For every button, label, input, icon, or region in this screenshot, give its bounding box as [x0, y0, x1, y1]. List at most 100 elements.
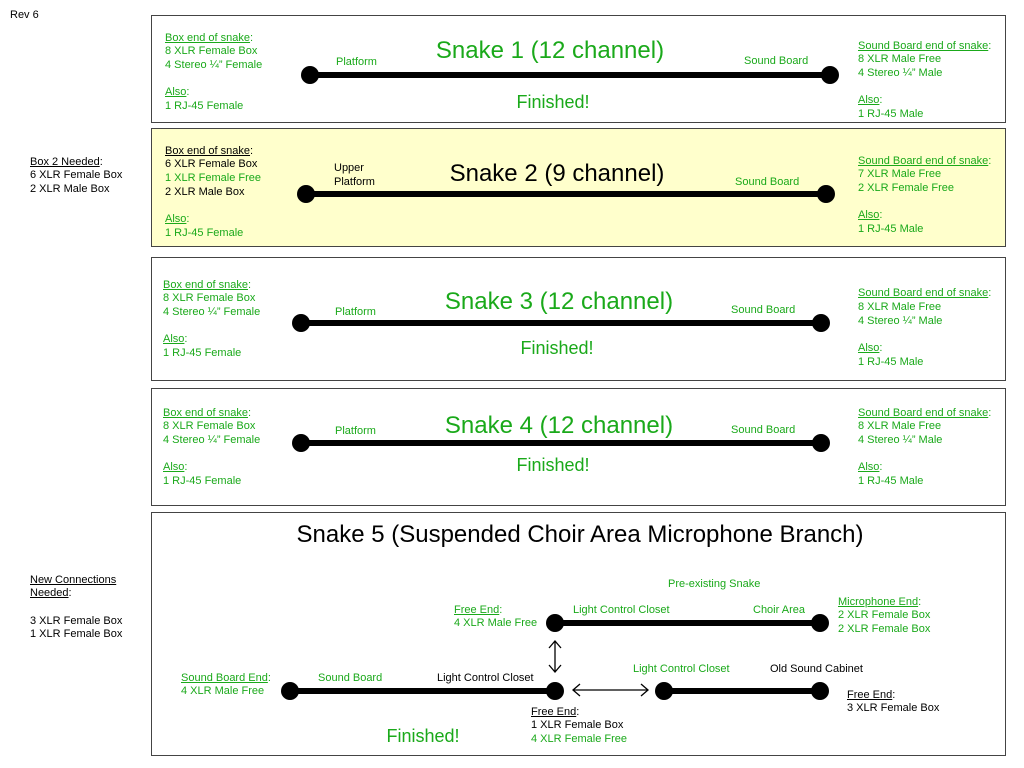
snake-1-box-item: 8 XLR Female Box [165, 45, 258, 57]
snake-1-left-location: Platform [336, 56, 377, 68]
mic-end-heading: Microphone End: [838, 596, 922, 608]
snake-4-board-end-heading: Sound Board end of snake: [858, 407, 992, 419]
free-end-upper-heading: Free End: [454, 604, 503, 616]
free-end-right-heading: Free End: [847, 689, 896, 701]
snake-3-title: Snake 3 (12 channel) [444, 288, 674, 315]
snake-2-box-item: 6 XLR Female Box [165, 158, 258, 170]
preexisting-cable [555, 620, 820, 626]
snake-4-box-also-item: 1 RJ-45 Female [163, 475, 242, 487]
snake-3-board-also-heading: Also: [858, 342, 883, 354]
snake-4-also-heading: Also: [163, 461, 188, 473]
branch-cable [664, 688, 820, 694]
snake-2-box-item: 1 XLR Female Free [165, 172, 261, 184]
mic-end-item: 2 XLR Female Box [838, 623, 931, 635]
snake-1-right-location: Sound Board [744, 55, 809, 67]
snake-1-board-also-heading: Also: [858, 94, 883, 106]
new-connections-item: 1 XLR Female Box [30, 628, 123, 640]
snake-5-panel [151, 512, 1006, 756]
snake-4-cable [301, 440, 821, 446]
branch-left-node [655, 682, 673, 700]
lower-left-location: Sound Board [318, 672, 383, 684]
new-connections-item: 3 XLR Female Box [30, 615, 123, 627]
snake-3-box-also-item: 1 RJ-45 Female [163, 347, 242, 359]
snake-3-cable [301, 320, 821, 326]
snake-4-box-end-heading: Box end of snake: [163, 407, 252, 419]
snake-1-box-also-item: 1 RJ-45 Female [165, 100, 244, 112]
snake-2-board-also-heading: Also: [858, 209, 883, 221]
snake-4-box-item: 4 Stereo ¼” Female [163, 434, 261, 446]
snake-2-panel [151, 128, 1006, 247]
snake-4-board-item: 8 XLR Male Free [858, 420, 942, 432]
snake-3-finished: Finished! [520, 338, 594, 358]
snake-1-board-item: 8 XLR Male Free [858, 53, 942, 65]
upper-right-location: Choir Area [753, 604, 805, 616]
snake-2-box-item: 2 XLR Male Box [165, 186, 245, 198]
snake-1-also-heading: Also: [165, 86, 190, 98]
branch-right-location: Old Sound Cabinet [770, 663, 863, 675]
snake-4-finished: Finished! [516, 455, 590, 475]
snake-3-box-item: 4 Stereo ¼” Female [163, 306, 261, 318]
snake-3-also-heading: Also: [163, 333, 188, 345]
snake-4-board-also-item: 1 RJ-45 Male [858, 475, 924, 487]
snake-4-right-location: Sound Board [731, 424, 796, 436]
lower-mid-location: Light Control Closet [437, 672, 534, 684]
snake-1-finished: Finished! [516, 92, 590, 112]
sound-board-left-node [281, 682, 299, 700]
snake-5-title: Snake 5 (Suspended Choir Area Microphone… [296, 521, 864, 548]
free-end-lower-item: 1 XLR Female Box [531, 719, 624, 731]
snake-2-board-also-item: 1 RJ-45 Male [858, 223, 924, 235]
horizontal-double-arrow-icon [572, 683, 649, 697]
snake-1-right-node [821, 66, 839, 84]
snake-1-board-item: 4 Stereo ¼” Male [858, 67, 943, 79]
snake-1-box-end-heading: Box end of snake: [165, 32, 254, 44]
snake-2-also-heading: Also: [165, 213, 190, 225]
snake-4-title: Snake 4 (12 channel) [444, 412, 674, 439]
snake-4-box-item: 8 XLR Female Box [163, 420, 256, 432]
new-connections-heading-line: New Connections [30, 574, 117, 586]
sound-board-end-heading: Sound Board End: [181, 672, 271, 684]
snake-3-left-location: Platform [335, 306, 376, 318]
snake-2-board-end-heading: Sound Board end of snake: [858, 155, 992, 167]
snake-2-title: Snake 2 (9 channel) [449, 160, 665, 187]
snake-3-box-item: 8 XLR Female Box [163, 292, 256, 304]
snake-4-right-node [812, 434, 830, 452]
box-end-label: Box end of snake [165, 32, 251, 44]
snake-3-box-end-heading: Box end of snake: [163, 279, 252, 291]
snake-5-finished: Finished! [386, 726, 460, 746]
free-end-lower-item: 4 XLR Female Free [531, 733, 627, 745]
preexisting-right-node [811, 614, 829, 632]
snake-2-right-node [817, 185, 835, 203]
snake-3-board-item: 8 XLR Male Free [858, 301, 942, 313]
snake-1-left-node [301, 66, 319, 84]
sound-board-cable [290, 688, 555, 694]
snake-1-board-also-item: 1 RJ-45 Male [858, 108, 924, 120]
snake-1-panel [151, 15, 1006, 123]
snake-3-board-also-item: 1 RJ-45 Male [858, 356, 924, 368]
snake-4-left-location: Platform [335, 425, 376, 437]
snake-4-board-item: 4 Stereo ¼” Male [858, 434, 943, 446]
free-end-right-item: 3 XLR Female Box [847, 702, 940, 714]
box-2-needed-item: 6 XLR Female Box [30, 169, 123, 181]
snake-3-right-node [812, 314, 830, 332]
snake-1-board-end-heading: Sound Board end of snake: [858, 40, 992, 52]
vertical-double-arrow-icon [548, 640, 562, 673]
snake-4-board-also-heading: Also: [858, 461, 883, 473]
snake-2-cable [306, 191, 826, 197]
upper-left-location: Light Control Closet [573, 604, 670, 616]
snake-3-board-end-heading: Sound Board end of snake: [858, 287, 992, 299]
snake-3-right-location: Sound Board [731, 304, 796, 316]
snake-2-box-end-heading: Box end of snake: [165, 145, 254, 157]
snake-2-right-location: Sound Board [735, 176, 800, 188]
free-end-lower-heading: Free End: [531, 706, 580, 718]
snake-3-board-item: 4 Stereo ¼” Male [858, 315, 943, 327]
snake-2-box-also-item: 1 RJ-45 Female [165, 227, 244, 239]
snake-2-left-node [297, 185, 315, 203]
mic-end-item: 2 XLR Female Box [838, 609, 931, 621]
new-connections-heading-line: Needed: [30, 587, 72, 599]
free-end-upper-item: 4 XLR Male Free [454, 617, 538, 629]
snake-1-title: Snake 1 (12 channel) [435, 37, 665, 64]
box-2-needed-heading: Box 2 Needed: [30, 156, 103, 168]
snake-1-cable [310, 72, 830, 78]
preexisting-left-node [546, 614, 564, 632]
